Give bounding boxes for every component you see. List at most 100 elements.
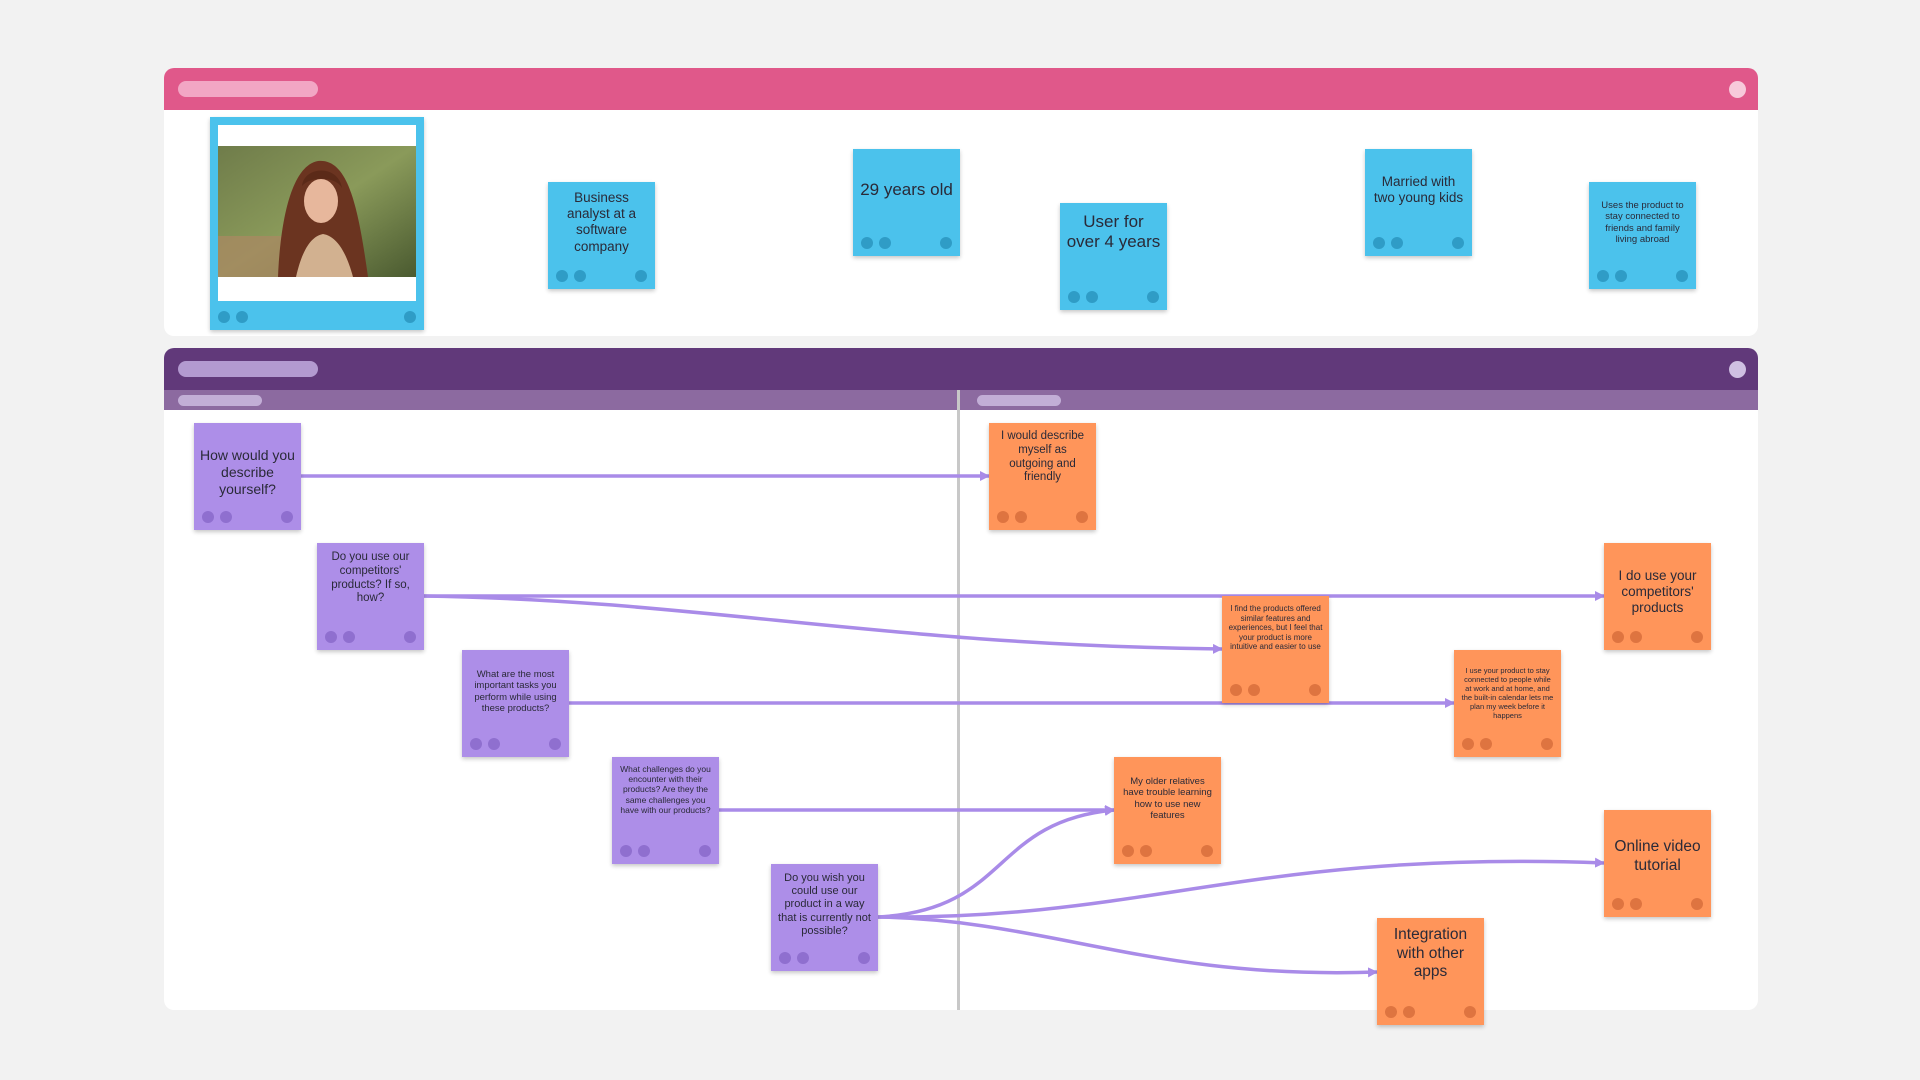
note-dot	[1462, 738, 1474, 750]
note-text: I do use your competitors' products	[1618, 568, 1697, 616]
note-dot	[574, 270, 586, 282]
note-footer	[1604, 628, 1711, 650]
note-dot	[1452, 237, 1464, 249]
note-dot	[1391, 237, 1403, 249]
note-text: I find the products offered similar feat…	[1228, 604, 1323, 652]
note-dot	[940, 237, 952, 249]
note-dot	[218, 311, 230, 323]
note-dot	[997, 511, 1009, 523]
note-dot	[858, 952, 870, 964]
note-dot	[699, 845, 711, 857]
note-dot	[620, 845, 632, 857]
answers-column-label-placeholder	[977, 395, 1061, 406]
note-footer	[1114, 842, 1221, 864]
note-dot	[556, 270, 568, 282]
questions-column-label-placeholder	[178, 395, 262, 406]
persona-note-family[interactable]: Married with two young kids	[1365, 149, 1472, 256]
note-text: User for over 4 years	[1066, 212, 1161, 252]
note-dot	[1140, 845, 1152, 857]
note-dot	[1086, 291, 1098, 303]
answer-note-3[interactable]: I find the products offered similar feat…	[1222, 596, 1329, 703]
note-dot	[1541, 738, 1553, 750]
note-footer	[1377, 1003, 1484, 1025]
note-dot	[1201, 845, 1213, 857]
column-divider	[957, 390, 960, 1010]
answer-note-6[interactable]: Online video tutorial	[1604, 810, 1711, 917]
note-dot	[1076, 511, 1088, 523]
note-text: Do you wish you could use our product in…	[778, 872, 871, 937]
question-note-1[interactable]: How would you describe yourself?	[194, 423, 301, 530]
note-text: I would describe myself as outgoing and …	[1000, 430, 1085, 484]
note-footer	[1365, 234, 1472, 256]
note-dot	[1615, 270, 1627, 282]
note-dot	[635, 270, 647, 282]
note-text: Online video tutorial	[1614, 838, 1701, 874]
interview-panel-header[interactable]	[164, 348, 1758, 390]
note-footer	[548, 267, 655, 289]
question-note-3[interactable]: What are the most important tasks you pe…	[462, 650, 569, 757]
persona-panel-menu-icon[interactable]	[1729, 81, 1746, 98]
note-text: Integration with other apps	[1393, 926, 1468, 981]
question-note-2[interactable]: Do you use our competitors' products? If…	[317, 543, 424, 650]
note-footer	[1454, 735, 1561, 757]
note-text: Business analyst at a software company	[566, 190, 637, 254]
note-dot	[404, 631, 416, 643]
persona-photo-frame	[218, 125, 416, 301]
note-text: Do you use our competitors' products? If…	[331, 551, 410, 605]
note-dot	[1068, 291, 1080, 303]
answer-note-7[interactable]: Integration with other apps	[1377, 918, 1484, 1025]
note-dot	[325, 631, 337, 643]
persona-note-usage[interactable]: Uses the product to stay connected to fr…	[1589, 182, 1696, 289]
persona-panel-header[interactable]	[164, 68, 1758, 110]
answer-note-2[interactable]: I do use your competitors' products	[1604, 543, 1711, 650]
persona-photo-card[interactable]	[210, 117, 424, 330]
note-dot	[1612, 898, 1624, 910]
note-footer	[771, 949, 878, 971]
note-text: What challenges do you encounter with th…	[620, 764, 711, 815]
note-dot	[1403, 1006, 1415, 1018]
note-dot	[1480, 738, 1492, 750]
note-text: Uses the product to stay connected to fr…	[1601, 200, 1684, 246]
note-dot	[1385, 1006, 1397, 1018]
note-footer	[1589, 267, 1696, 289]
note-footer	[1060, 288, 1167, 310]
note-dot	[488, 738, 500, 750]
note-dot	[1248, 684, 1260, 696]
note-dot	[281, 511, 293, 523]
note-dot	[220, 511, 232, 523]
answer-note-1[interactable]: I would describe myself as outgoing and …	[989, 423, 1096, 530]
answer-note-5[interactable]: My older relatives have trouble learning…	[1114, 757, 1221, 864]
persona-photo	[218, 146, 416, 277]
note-footer	[462, 735, 569, 757]
note-dot	[236, 311, 248, 323]
persona-panel	[164, 68, 1758, 336]
note-dot	[861, 237, 873, 249]
note-footer	[317, 628, 424, 650]
note-text: What are the most important tasks you pe…	[474, 669, 557, 715]
note-dot	[1691, 898, 1703, 910]
persona-note-user-since[interactable]: User for over 4 years	[1060, 203, 1167, 310]
note-dot	[797, 952, 809, 964]
note-dot	[1230, 684, 1242, 696]
question-note-4[interactable]: What challenges do you encounter with th…	[612, 757, 719, 864]
note-text: 29 years old	[860, 180, 953, 199]
question-note-5[interactable]: Do you wish you could use our product in…	[771, 864, 878, 971]
persona-note-age[interactable]: 29 years old	[853, 149, 960, 256]
note-text: How would you describe yourself?	[200, 447, 295, 497]
note-dot	[1015, 511, 1027, 523]
note-dot	[1373, 237, 1385, 249]
note-dot	[1464, 1006, 1476, 1018]
note-dot	[202, 511, 214, 523]
note-footer	[612, 842, 719, 864]
note-footer	[989, 508, 1096, 530]
note-dot	[1676, 270, 1688, 282]
note-dot	[1612, 631, 1624, 643]
persona-note-job[interactable]: Business analyst at a software company	[548, 182, 655, 289]
note-footer	[1222, 681, 1329, 703]
interview-panel-menu-icon[interactable]	[1729, 361, 1746, 378]
note-text: I use your product to stay connected to …	[1461, 666, 1554, 720]
answer-note-4[interactable]: I use your product to stay connected to …	[1454, 650, 1561, 757]
note-dot	[470, 738, 482, 750]
note-dot	[404, 311, 416, 323]
note-footer	[853, 234, 960, 256]
